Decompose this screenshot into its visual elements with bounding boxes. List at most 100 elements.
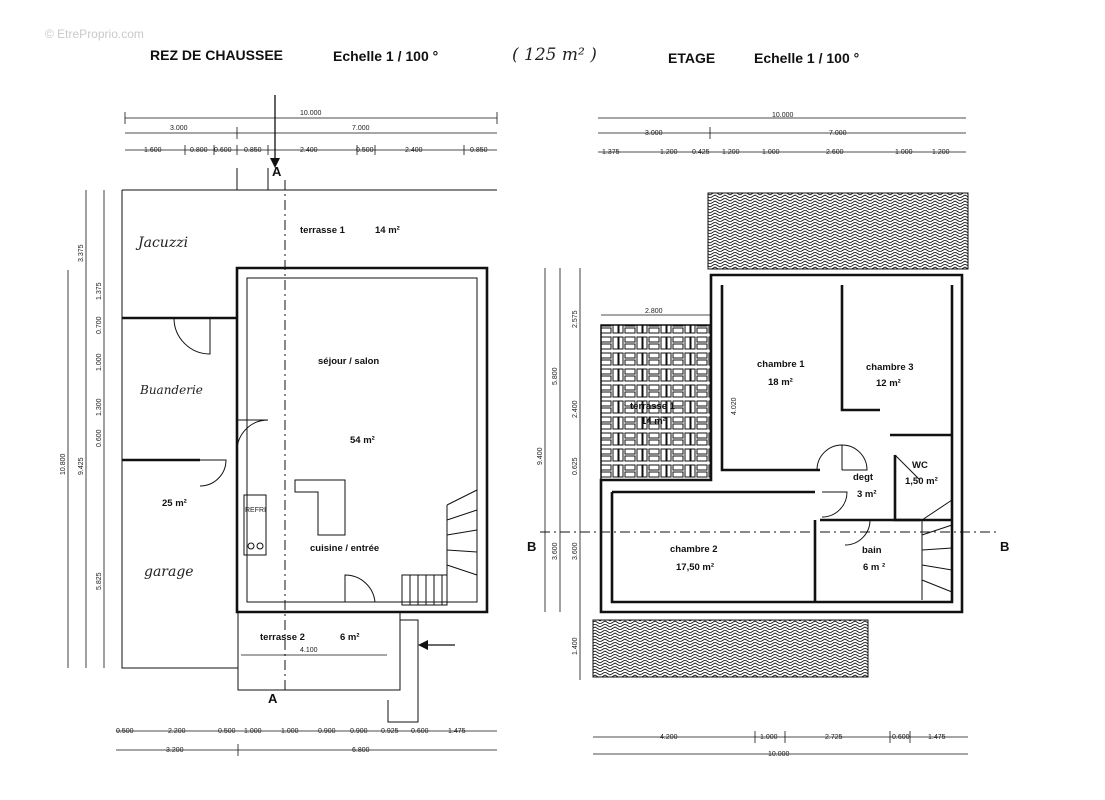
ground-bottom-dimensions: 0.500 2.200 0.500 1.000 1.000 0.900 0.90… — [116, 728, 497, 756]
upper-floor-plan: 10.000 3.000 7.000 1.375 1.200 0.425 1.2… — [527, 112, 1009, 758]
dim-g-bd1: 2.200 — [168, 728, 186, 735]
main-house-walls — [235, 266, 489, 614]
dim-g-bd7: 0.925 — [381, 728, 399, 735]
dim-g-bd2: 0.500 — [218, 728, 236, 735]
dim-g-left-3375: 3.375 — [78, 244, 85, 262]
door-sejour — [236, 419, 269, 452]
room-terrasse1-area: 14 m² — [375, 225, 400, 236]
stairs-ground — [401, 489, 478, 606]
room-terrasse-upper: terrasse 1 — [630, 401, 676, 412]
watermark: © EtreProprio.com — [45, 27, 144, 41]
kitchen-counter — [243, 494, 267, 556]
dim-g-ld3: 1.300 — [96, 398, 103, 416]
room-wc: WC — [912, 460, 928, 471]
dim-u-bd3: 0.600 — [892, 734, 910, 741]
dim-u-bd1: 1.000 — [760, 734, 778, 741]
section-a-bottom-label: A — [268, 691, 278, 706]
terrasse2-outline — [237, 612, 401, 691]
ground-scale: Echelle 1 / 100 ° — [333, 48, 438, 64]
dim-u-bd4: 1.475 — [928, 734, 946, 741]
dim-g-d2: 0.600 — [214, 147, 232, 154]
upper-top-dimensions: 10.000 3.000 7.000 1.375 1.200 0.425 1.2… — [598, 112, 966, 156]
upper-title: ETAGE — [668, 50, 715, 66]
dim-g-bd8: 0.600 — [411, 728, 429, 735]
ground-left-dimensions: 10.800 3.375 9.425 1.375 0.700 1.000 1.3… — [60, 190, 105, 668]
room-chambre3: chambre 3 — [866, 362, 914, 373]
door-wc — [894, 454, 921, 481]
section-a-arrowhead-top — [270, 158, 280, 168]
door-chambre3 — [841, 444, 868, 471]
terrasse-paving — [600, 324, 712, 481]
roof-tiles-bottom — [592, 619, 869, 678]
dim-u-7000: 7.000 — [829, 130, 847, 137]
upper-left-dimensions: 9.400 5.800 3.600 2.575 2.400 0.625 3.60… — [537, 268, 581, 680]
room-buanderie: Buanderie — [139, 383, 203, 397]
stairs-upper — [921, 499, 953, 600]
room-terrasse2-area: 6 m² — [340, 632, 360, 643]
dim-g-ld1: 0.700 — [96, 316, 103, 334]
door-chambre1 — [816, 444, 843, 471]
section-b-left: B — [527, 539, 536, 554]
dim-u-d4: 1.000 — [762, 149, 780, 156]
dim-g-d1: 0.800 — [190, 147, 208, 154]
dim-u-ld3: 3.600 — [572, 542, 579, 560]
room-chambre3-area: 12 m² — [876, 378, 901, 389]
room-wc-area: 1,50 m² — [905, 476, 938, 487]
dim-terrace2: 4.100 — [300, 647, 318, 654]
room-terrasse2: terrasse 2 — [260, 632, 305, 643]
dim-ground-7000: 7.000 — [352, 125, 370, 132]
room-bain: bain — [862, 545, 882, 556]
ground-title: REZ DE CHAUSSEE — [150, 47, 283, 63]
dim-u-left-5800: 5.800 — [552, 367, 559, 385]
dim-g-bd6: 0.900 — [350, 728, 368, 735]
dim-u-left-3600: 3.600 — [552, 542, 559, 560]
dim-g-d7: 0.850 — [470, 147, 488, 154]
dim-ground-3000: 3.000 — [170, 125, 188, 132]
dim-g-bd0: 0.500 — [116, 728, 134, 735]
door-bain — [844, 519, 871, 546]
door-chambre2 — [821, 491, 848, 518]
dim-g-bd4: 1.000 — [281, 728, 299, 735]
room-sejour-area: 54 m² — [350, 435, 375, 446]
dim-u-terrasse: 2.800 — [645, 308, 663, 315]
roof-tiles-top — [707, 192, 969, 270]
dim-g-bd9: 1.475 — [448, 728, 466, 735]
dim-g-bd3: 1.000 — [244, 728, 262, 735]
dim-u-d0: 1.375 — [602, 149, 620, 156]
dim-u-ld0: 2.575 — [572, 310, 579, 328]
room-chambre1: chambre 1 — [757, 359, 805, 370]
dim-u-inner: 4.020 — [731, 397, 738, 415]
dim-g-d4: 2.400 — [300, 147, 318, 154]
ground-top-dimensions: 10.000 3.000 7.000 1.600 0.800 0.600 0.8… — [124, 110, 498, 155]
dim-u-bt: 10.000 — [768, 751, 790, 758]
dim-g-ld5: 5.825 — [96, 572, 103, 590]
door-entree — [344, 574, 376, 603]
room-chambre1-area: 18 m² — [768, 377, 793, 388]
upper-bottom-dimensions: 4.200 1.000 2.725 0.600 1.475 10.000 — [593, 731, 968, 758]
dim-g-d3: 0.850 — [244, 147, 262, 154]
room-jacuzzi: Jacuzzi — [135, 235, 188, 251]
dim-u-bd2: 2.725 — [825, 734, 843, 741]
dim-u-ld2: 0.625 — [572, 457, 579, 475]
dim-g-bt1: 6.800 — [352, 747, 370, 754]
room-chambre2: chambre 2 — [670, 544, 718, 555]
room-degt-area: 3 m² — [857, 489, 877, 500]
dim-g-bd5: 0.900 — [318, 728, 336, 735]
handwritten-total: ( 125 m² ) — [512, 45, 597, 65]
dim-u-d3: 1.200 — [722, 149, 740, 156]
dim-g-ld4: 0.600 — [96, 429, 103, 447]
dim-g-d5: 0.500 — [356, 147, 374, 154]
dim-g-left-9425: 9.425 — [78, 457, 85, 475]
dim-u-d2: 0.425 — [692, 149, 710, 156]
dim-g-ld0: 1.375 — [96, 282, 103, 300]
dim-ground-total: 10.000 — [300, 110, 322, 117]
door-garage — [199, 459, 227, 487]
room-terrasse-upper-area: 14 m² — [641, 416, 666, 427]
room-chambre2-area: 17,50 m² — [676, 562, 714, 573]
dim-g-left-outer: 10.800 — [60, 453, 67, 475]
section-b-right: B — [1000, 539, 1009, 554]
dim-g-ld2: 1.000 — [96, 353, 103, 371]
dim-g-d6: 2.400 — [405, 147, 423, 154]
kitchen-island — [294, 479, 346, 536]
